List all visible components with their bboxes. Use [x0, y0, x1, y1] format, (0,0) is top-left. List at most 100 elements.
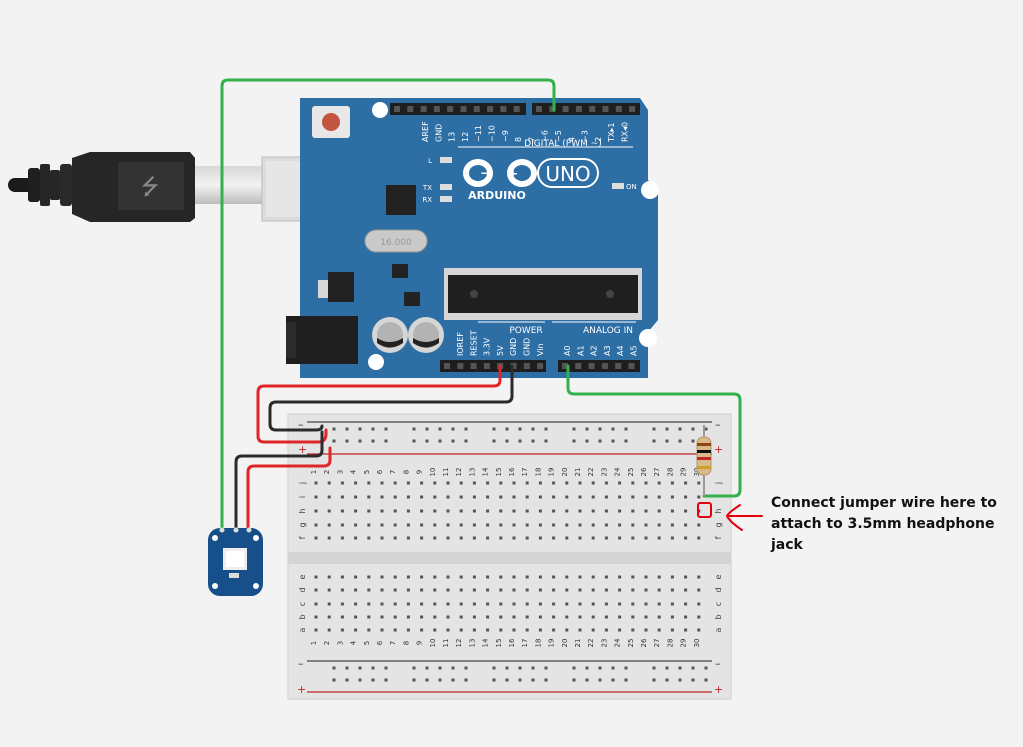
breadboard-hole[interactable]	[512, 615, 516, 619]
rail-hole[interactable]	[691, 666, 695, 670]
breadboard-hole[interactable]	[684, 628, 688, 632]
rail-hole[interactable]	[384, 678, 388, 682]
breadboard-hole[interactable]	[604, 481, 608, 485]
breadboard-hole[interactable]	[433, 509, 437, 513]
breadboard-hole[interactable]	[670, 602, 674, 606]
breadboard-hole[interactable]	[552, 536, 556, 540]
breadboard-hole[interactable]	[538, 588, 542, 592]
rail-hole[interactable]	[544, 439, 548, 443]
breadboard-hole[interactable]	[367, 575, 371, 579]
rail-hole[interactable]	[598, 666, 602, 670]
header-pin[interactable]	[601, 363, 608, 369]
breadboard-hole[interactable]	[354, 495, 358, 499]
rail-hole[interactable]	[358, 666, 362, 670]
breadboard-hole[interactable]	[499, 536, 503, 540]
rail-hole[interactable]	[624, 666, 628, 670]
rail-hole[interactable]	[665, 666, 669, 670]
rail-hole[interactable]	[652, 666, 656, 670]
breadboard-hole[interactable]	[327, 588, 331, 592]
breadboard-hole[interactable]	[499, 509, 503, 513]
breadboard-hole[interactable]	[393, 481, 397, 485]
header-pin[interactable]	[444, 363, 450, 369]
breadboard-hole[interactable]	[340, 615, 344, 619]
breadboard-hole[interactable]	[644, 523, 648, 527]
breadboard-hole[interactable]	[420, 509, 424, 513]
header-pin[interactable]	[575, 363, 582, 369]
breadboard-hole[interactable]	[380, 509, 384, 513]
rail-hole[interactable]	[531, 427, 535, 431]
breadboard-hole[interactable]	[697, 628, 701, 632]
breadboard-hole[interactable]	[486, 509, 490, 513]
rail-hole[interactable]	[492, 439, 496, 443]
breadboard-hole[interactable]	[578, 536, 582, 540]
breadboard-hole[interactable]	[420, 575, 424, 579]
rail-hole[interactable]	[345, 427, 349, 431]
rail-hole[interactable]	[384, 439, 388, 443]
breadboard-hole[interactable]	[433, 495, 437, 499]
breadboard-hole[interactable]	[406, 495, 410, 499]
breadboard-hole[interactable]	[406, 602, 410, 606]
rail-hole[interactable]	[505, 427, 509, 431]
rail-hole[interactable]	[345, 439, 349, 443]
breadboard-hole[interactable]	[446, 481, 450, 485]
rail-hole[interactable]	[691, 439, 695, 443]
rail-hole[interactable]	[665, 678, 669, 682]
breadboard-hole[interactable]	[525, 495, 529, 499]
rail-hole[interactable]	[425, 427, 429, 431]
breadboard-hole[interactable]	[684, 575, 688, 579]
rail-hole[interactable]	[438, 439, 442, 443]
breadboard-hole[interactable]	[657, 481, 661, 485]
breadboard-hole[interactable]	[670, 495, 674, 499]
breadboard-hole[interactable]	[538, 575, 542, 579]
rail-hole[interactable]	[425, 666, 429, 670]
breadboard-hole[interactable]	[354, 509, 358, 513]
breadboard-hole[interactable]	[565, 523, 569, 527]
breadboard-hole[interactable]	[697, 575, 701, 579]
breadboard-hole[interactable]	[684, 509, 688, 513]
breadboard-hole[interactable]	[393, 495, 397, 499]
header-pin[interactable]	[537, 363, 544, 369]
rail-hole[interactable]	[358, 439, 362, 443]
breadboard-hole[interactable]	[367, 588, 371, 592]
breadboard-hole[interactable]	[631, 495, 635, 499]
breadboard-hole[interactable]	[618, 481, 622, 485]
breadboard-hole[interactable]	[446, 509, 450, 513]
rail-hole[interactable]	[358, 427, 362, 431]
breadboard-hole[interactable]	[367, 602, 371, 606]
breadboard-hole[interactable]	[618, 536, 622, 540]
breadboard-hole[interactable]	[591, 536, 595, 540]
breadboard-hole[interactable]	[538, 628, 542, 632]
rail-hole[interactable]	[585, 666, 589, 670]
rail-hole[interactable]	[384, 666, 388, 670]
breadboard-hole[interactable]	[552, 495, 556, 499]
header-pin[interactable]	[562, 106, 569, 112]
rail-hole[interactable]	[585, 439, 589, 443]
breadboard-hole[interactable]	[657, 615, 661, 619]
breadboard-hole[interactable]	[406, 588, 410, 592]
breadboard-hole[interactable]	[459, 523, 463, 527]
rail-hole[interactable]	[505, 678, 509, 682]
breadboard-hole[interactable]	[354, 523, 358, 527]
breadboard-hole[interactable]	[644, 536, 648, 540]
rail-hole[interactable]	[585, 427, 589, 431]
breadboard-hole[interactable]	[354, 628, 358, 632]
breadboard-hole[interactable]	[578, 509, 582, 513]
header-pin[interactable]	[470, 363, 477, 369]
breadboard-hole[interactable]	[380, 628, 384, 632]
breadboard-hole[interactable]	[670, 481, 674, 485]
breadboard-hole[interactable]	[670, 523, 674, 527]
breadboard-hole[interactable]	[393, 575, 397, 579]
breadboard-hole[interactable]	[618, 575, 622, 579]
header-pin[interactable]	[615, 106, 622, 112]
rail-hole[interactable]	[624, 439, 628, 443]
breadboard-hole[interactable]	[684, 615, 688, 619]
breadboard-hole[interactable]	[459, 495, 463, 499]
breadboard-hole[interactable]	[486, 602, 490, 606]
breadboard-hole[interactable]	[459, 575, 463, 579]
breadboard-hole[interactable]	[538, 615, 542, 619]
breadboard-hole[interactable]	[684, 536, 688, 540]
breadboard-hole[interactable]	[657, 495, 661, 499]
breadboard-hole[interactable]	[380, 615, 384, 619]
breadboard-hole[interactable]	[697, 481, 701, 485]
rail-hole[interactable]	[665, 439, 669, 443]
